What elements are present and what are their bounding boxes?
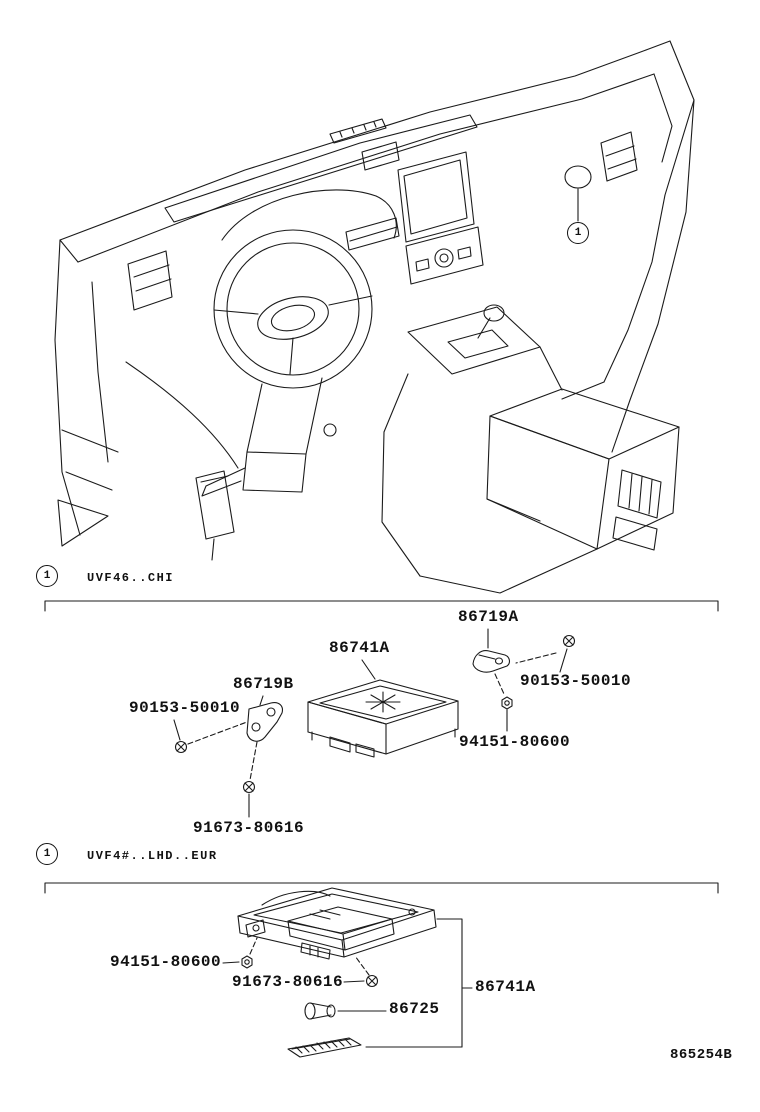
module-assembly-drawing (237, 887, 437, 960)
leader-86741a-s1 (361, 659, 376, 680)
callout-marker (564, 165, 592, 222)
screw-90153-right-drawing (515, 634, 576, 673)
part-label-86719a[interactable]: 86719A (458, 608, 519, 626)
bracket-86719b-drawing (246, 695, 283, 781)
section2-variant-label: UVF4#..LHD..EUR (87, 849, 218, 863)
part-86725-drawing (304, 1002, 387, 1020)
nut-94151-s2-drawing (222, 937, 258, 969)
section1-bracket (44, 600, 719, 612)
screw-91673-s1-drawing (242, 780, 256, 818)
exploded-view-section1 (173, 628, 576, 818)
callout-1-number: 1 (574, 227, 582, 239)
callout-1-badge[interactable]: 1 (567, 222, 589, 244)
part-label-94151-80600-s2[interactable]: 94151-80600 (110, 953, 222, 971)
section1-marker-badge[interactable]: 1 (36, 565, 58, 587)
diagram-code: 865254B (670, 1047, 733, 1063)
section2-bracket (44, 882, 719, 894)
part-label-86741a-s2[interactable]: 86741A (475, 978, 536, 996)
exploded-view-section2 (222, 887, 473, 1058)
section1-variant-label: UVF46..CHI (87, 571, 175, 585)
dashboard-illustration (54, 40, 695, 594)
part-label-86719b[interactable]: 86719B (233, 675, 294, 693)
leader-lines-s2 (365, 918, 473, 1048)
section2-marker-number: 1 (43, 848, 51, 860)
section1-marker-number: 1 (43, 570, 51, 582)
module-86741a-drawing (307, 679, 459, 758)
part-label-90153-50010-right[interactable]: 90153-50010 (520, 672, 632, 690)
screw-90153-left-drawing (173, 719, 248, 754)
part-label-94151-80600-s1[interactable]: 94151-80600 (459, 733, 571, 751)
section2-marker-badge[interactable]: 1 (36, 843, 58, 865)
part-label-91673-80616-s2[interactable]: 91673-80616 (232, 973, 344, 991)
part-label-86725[interactable]: 86725 (389, 1000, 440, 1018)
clip-86719a-drawing (472, 628, 510, 673)
part-label-91673-80616-s1[interactable]: 91673-80616 (193, 819, 305, 837)
screw-91673-s2-drawing (343, 955, 379, 988)
part-label-90153-50010-left[interactable]: 90153-50010 (129, 699, 241, 717)
part-label-86741a-s1[interactable]: 86741A (329, 639, 390, 657)
nut-94151-s1-drawing (494, 673, 513, 732)
label-strip-drawing (287, 1037, 362, 1058)
